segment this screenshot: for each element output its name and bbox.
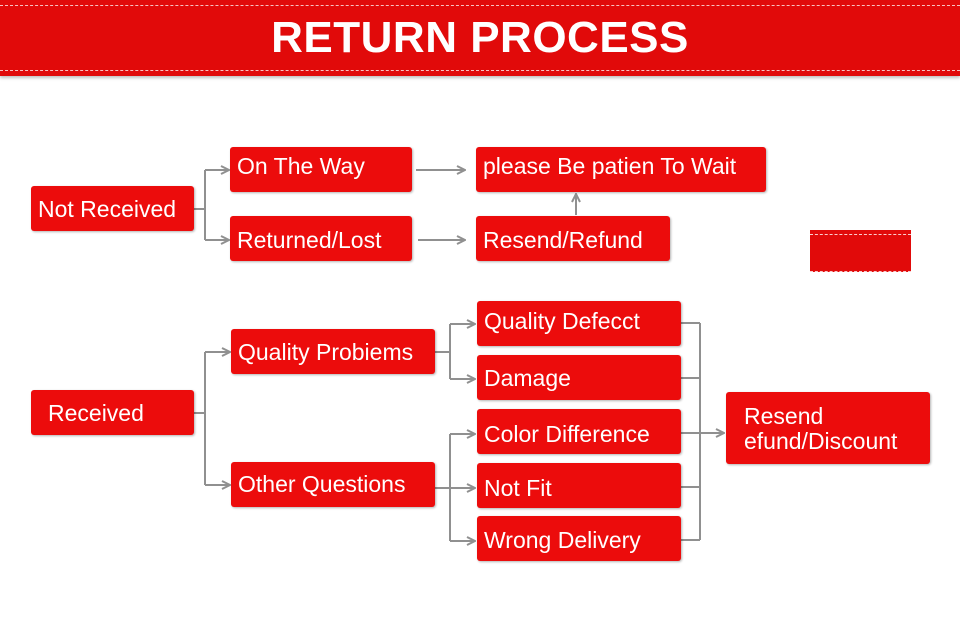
box-resend-refund: Resend/Refund [476,216,670,261]
box-please-wait: please Be patien To Wait [476,147,766,192]
header-banner: RETURN PROCESS [0,0,960,76]
box-quality-problems: Quality Probiems [231,329,435,374]
box-returned-lost: Returned/Lost [230,216,412,261]
connector-collector [681,322,701,541]
box-color-difference: Color Difference [477,409,681,454]
outcome-line-2: efund/Discount [744,428,898,454]
box-wrong-delivery: Wrong Delivery [477,516,681,561]
connector-received-trunk [194,352,206,485]
red-swatch [810,230,911,272]
box-other-questions: Other Questions [231,462,435,507]
box-received: Received [31,390,194,435]
box-not-fit: Not Fit [477,463,681,508]
page-title: RETURN PROCESS [271,13,689,62]
outcome-line-1: Resend [744,403,824,429]
box-quality-defect: Quality Defecct [477,301,681,346]
box-damage: Damage [477,355,681,400]
box-outcome: Resend efund/Discount [726,392,930,464]
connector-not-received-trunk [194,170,206,240]
connector-quality-trunk [435,324,451,379]
box-not-received: Not Received [31,186,194,231]
box-on-the-way: On The Way [230,147,412,192]
